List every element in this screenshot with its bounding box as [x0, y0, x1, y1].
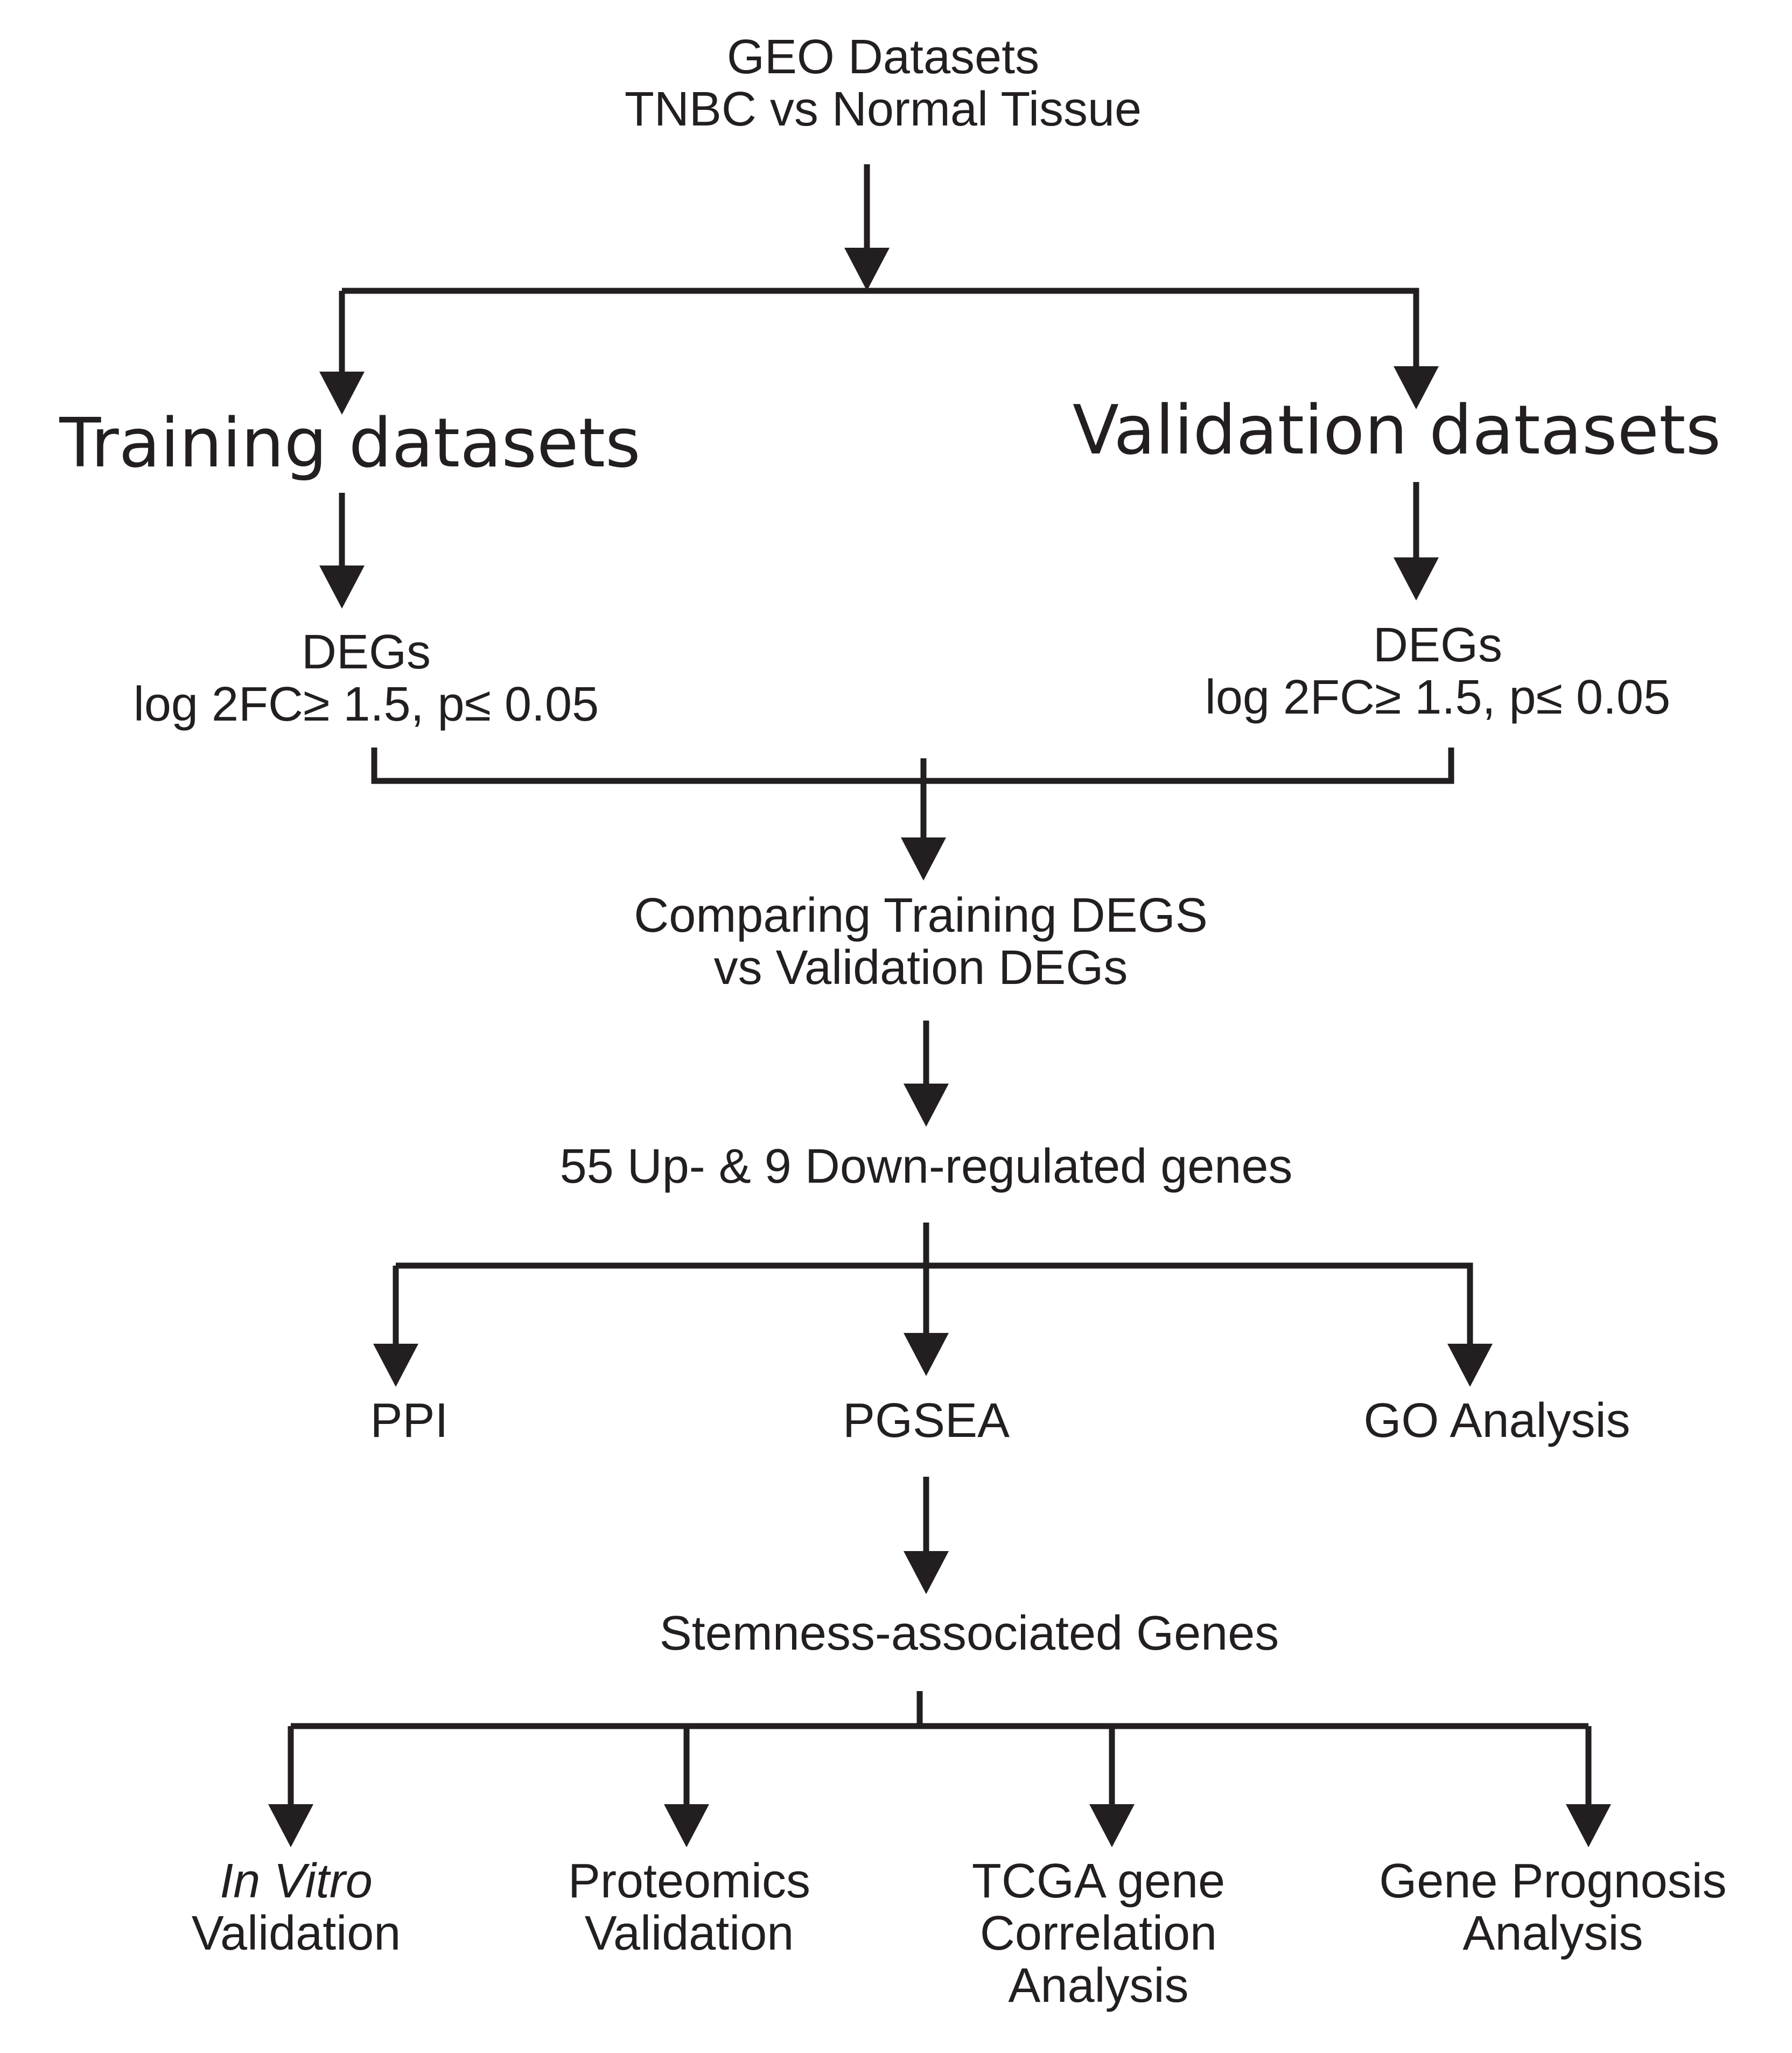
node-training-datasets-label: Training datasets: [59, 403, 641, 483]
node-tcga-line3: Analysis: [1008, 1959, 1189, 2013]
arrowhead-in-vitro: [268, 1804, 313, 1847]
arrowhead-tcga: [1089, 1804, 1135, 1847]
node-ppi: PPI: [302, 1394, 517, 1448]
arrowhead-proteomics: [664, 1804, 709, 1847]
node-in-vitro-validation: In Vitro Validation: [108, 1855, 485, 1960]
node-comparing-degs-line2: vs Validation DEGs: [713, 941, 1128, 995]
node-prognosis-line1: Gene Prognosis: [1379, 1854, 1727, 1908]
node-comparing-degs: Comparing Training DEGS vs Validation DE…: [538, 889, 1303, 995]
node-proteomics-line2: Validation: [584, 1907, 794, 1961]
node-validation-datasets-label: Validation datasets: [1072, 390, 1721, 470]
arrowhead-validation: [1394, 366, 1439, 409]
connector-genes-split: [393, 1223, 1473, 1346]
node-pgsea: PGSEA: [765, 1394, 1088, 1448]
arrowhead-training: [319, 372, 365, 415]
arrowhead-compare: [901, 837, 946, 881]
arrowhead-training-degs: [319, 565, 365, 609]
node-proteomics-validation: Proteomics Validation: [474, 1855, 905, 1960]
node-comparing-degs-line1: Comparing Training DEGS: [634, 889, 1208, 942]
node-proteomics-line1: Proteomics: [568, 1854, 811, 1908]
node-stemness-genes: Stemness-associated Genes: [485, 1607, 1454, 1660]
node-geo-datasets-line1: GEO Datasets: [726, 30, 1040, 84]
arrowhead-go: [1447, 1344, 1493, 1387]
node-training-degs-line1: DEGs: [301, 625, 431, 679]
node-validation-degs-line2: log 2FC≥ 1.5, p≤ 0.05: [1205, 671, 1671, 725]
node-geo-datasets: GEO Datasets TNBC vs Normal Tissue: [538, 31, 1228, 136]
node-ppi-label: PPI: [370, 1394, 449, 1448]
arrowhead-source: [844, 248, 890, 291]
node-validation-degs-line1: DEGs: [1373, 618, 1503, 672]
node-in-vitro-line1: In Vitro: [220, 1854, 373, 1908]
node-training-degs: DEGs log 2FC≥ 1.5, p≤ 0.05: [43, 626, 689, 731]
node-go-analysis: GO Analysis: [1282, 1394, 1712, 1448]
arrowhead-prognosis: [1566, 1804, 1611, 1847]
node-in-vitro-line2: Validation: [191, 1907, 401, 1961]
node-validation-datasets: Validation datasets: [1002, 396, 1792, 464]
connector-stemness-split: [288, 1691, 1592, 1807]
node-stemness-genes-label: Stemness-associated Genes: [659, 1607, 1279, 1660]
arrowhead-stemness: [904, 1551, 949, 1594]
node-tcga-line1: TCGA gene: [971, 1854, 1226, 1908]
arrowhead-validation-degs: [1394, 557, 1439, 600]
connector-degs-merge: [371, 748, 1454, 784]
node-geo-datasets-line2: TNBC vs Normal Tissue: [624, 82, 1142, 137]
node-training-datasets: Training datasets: [0, 409, 700, 477]
node-tcga-line2: Correlation: [979, 1907, 1217, 1961]
node-pgsea-label: PGSEA: [842, 1394, 1010, 1448]
node-prognosis-line2: Analysis: [1462, 1907, 1643, 1961]
node-regulated-genes-label: 55 Up- & 9 Down-regulated genes: [559, 1140, 1293, 1193]
node-tcga-correlation: TCGA gene Correlation Analysis: [883, 1855, 1314, 2013]
node-validation-degs: DEGs log 2FC≥ 1.5, p≤ 0.05: [1115, 619, 1761, 724]
node-gene-prognosis: Gene Prognosis Analysis: [1314, 1855, 1792, 1960]
arrowhead-ppi: [373, 1344, 418, 1387]
node-go-analysis-label: GO Analysis: [1363, 1394, 1630, 1448]
node-training-degs-line2: log 2FC≥ 1.5, p≤ 0.05: [133, 678, 599, 732]
arrowhead-pgsea: [904, 1333, 949, 1376]
node-regulated-genes: 55 Up- & 9 Down-regulated genes: [431, 1140, 1422, 1193]
arrowhead-genes: [904, 1084, 949, 1127]
connector-source-split: [339, 288, 1419, 377]
